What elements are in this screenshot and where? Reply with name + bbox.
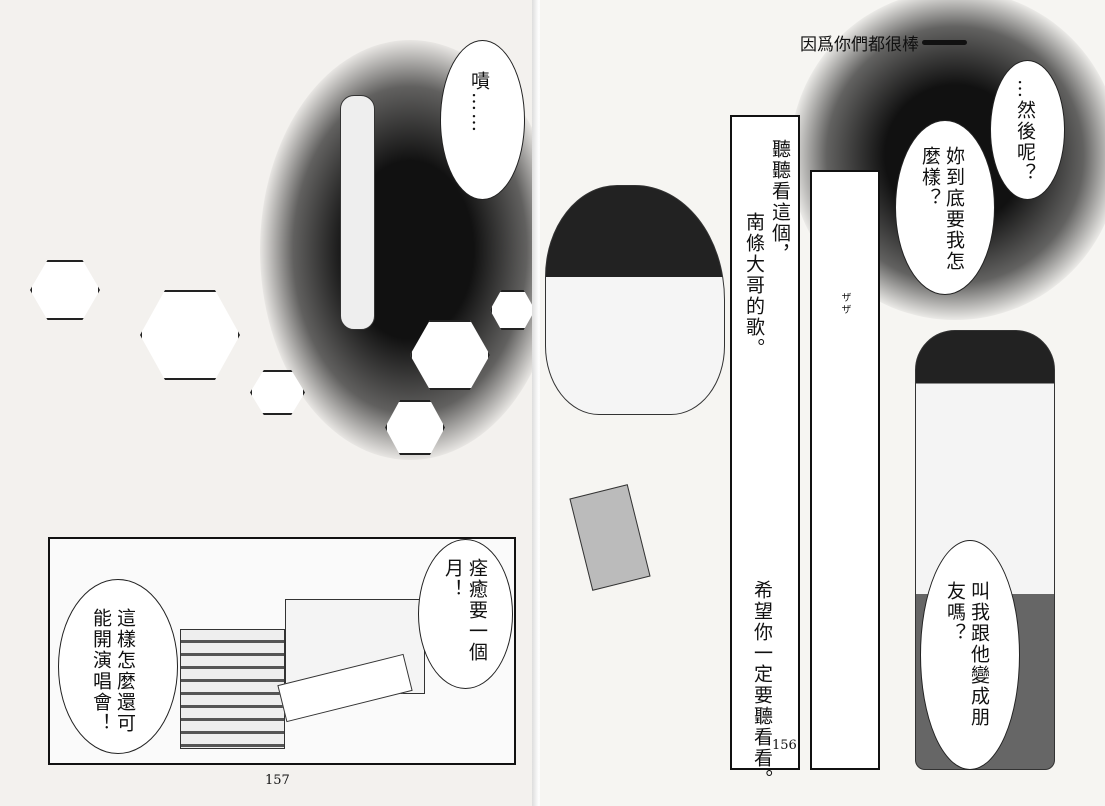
left-page: 嘖…… 這樣怎麼還可能開演唱會！ 痊癒要一個月！ 157: [0, 0, 560, 806]
panel-strip: ザザ: [810, 170, 880, 770]
crystal-shape: [30, 260, 100, 320]
hospital-building: [180, 629, 285, 749]
bubble-text: 這樣怎麼還可能開演唱會！: [90, 608, 136, 734]
caption-strip: 聽聽看這個， 南條大哥的歌。: [730, 115, 800, 770]
bubble-text: 叫我跟他變成朋友嗎？: [944, 581, 990, 728]
speech-bubble: 這樣怎麼還可能開演唱會！: [58, 579, 178, 754]
caption-text: 聽聽看這個，: [769, 139, 791, 265]
speech-bubble: 痊癒要一個月！: [418, 539, 513, 689]
page-number: 156: [772, 738, 797, 753]
caption-text: 南條大哥的歌。: [743, 212, 765, 359]
crystal-shape: [140, 290, 240, 380]
bubble-text: 嘖……: [468, 71, 490, 134]
character-profile: [545, 185, 725, 415]
speech-bubble: …然後呢？: [990, 60, 1065, 200]
music-player: [569, 484, 651, 591]
speech-bubble: 叫我跟他變成朋友嗎？: [920, 540, 1020, 770]
speech-bubble: 妳到底要我怎麼樣？: [895, 120, 995, 295]
chapter-title: 因爲你們都很棒: [800, 35, 919, 55]
crystal-shape: [410, 320, 490, 390]
bubble-text: 痊癒要一個月！: [442, 558, 488, 663]
caption-text: 希望你一定要聽看看。: [751, 580, 773, 790]
title-dash: [922, 40, 967, 45]
right-page: 因爲你們都很棒 聽聽看這個， 南條大哥的歌。 ザザ 希望你一定要聽看看。 …然後…: [540, 0, 1105, 806]
standing-figure: [340, 95, 375, 330]
bubble-text: …然後呢？: [1014, 79, 1036, 184]
sound-effect: ザザ: [839, 292, 850, 316]
speech-bubble: 嘖……: [440, 40, 525, 200]
bubble-text: 妳到底要我怎麼樣？: [919, 146, 965, 272]
chapter-header: 因爲你們都很棒: [800, 30, 967, 55]
hospital-panel: 這樣怎麼還可能開演唱會！ 痊癒要一個月！: [48, 537, 516, 765]
page-number: 157: [265, 773, 290, 788]
